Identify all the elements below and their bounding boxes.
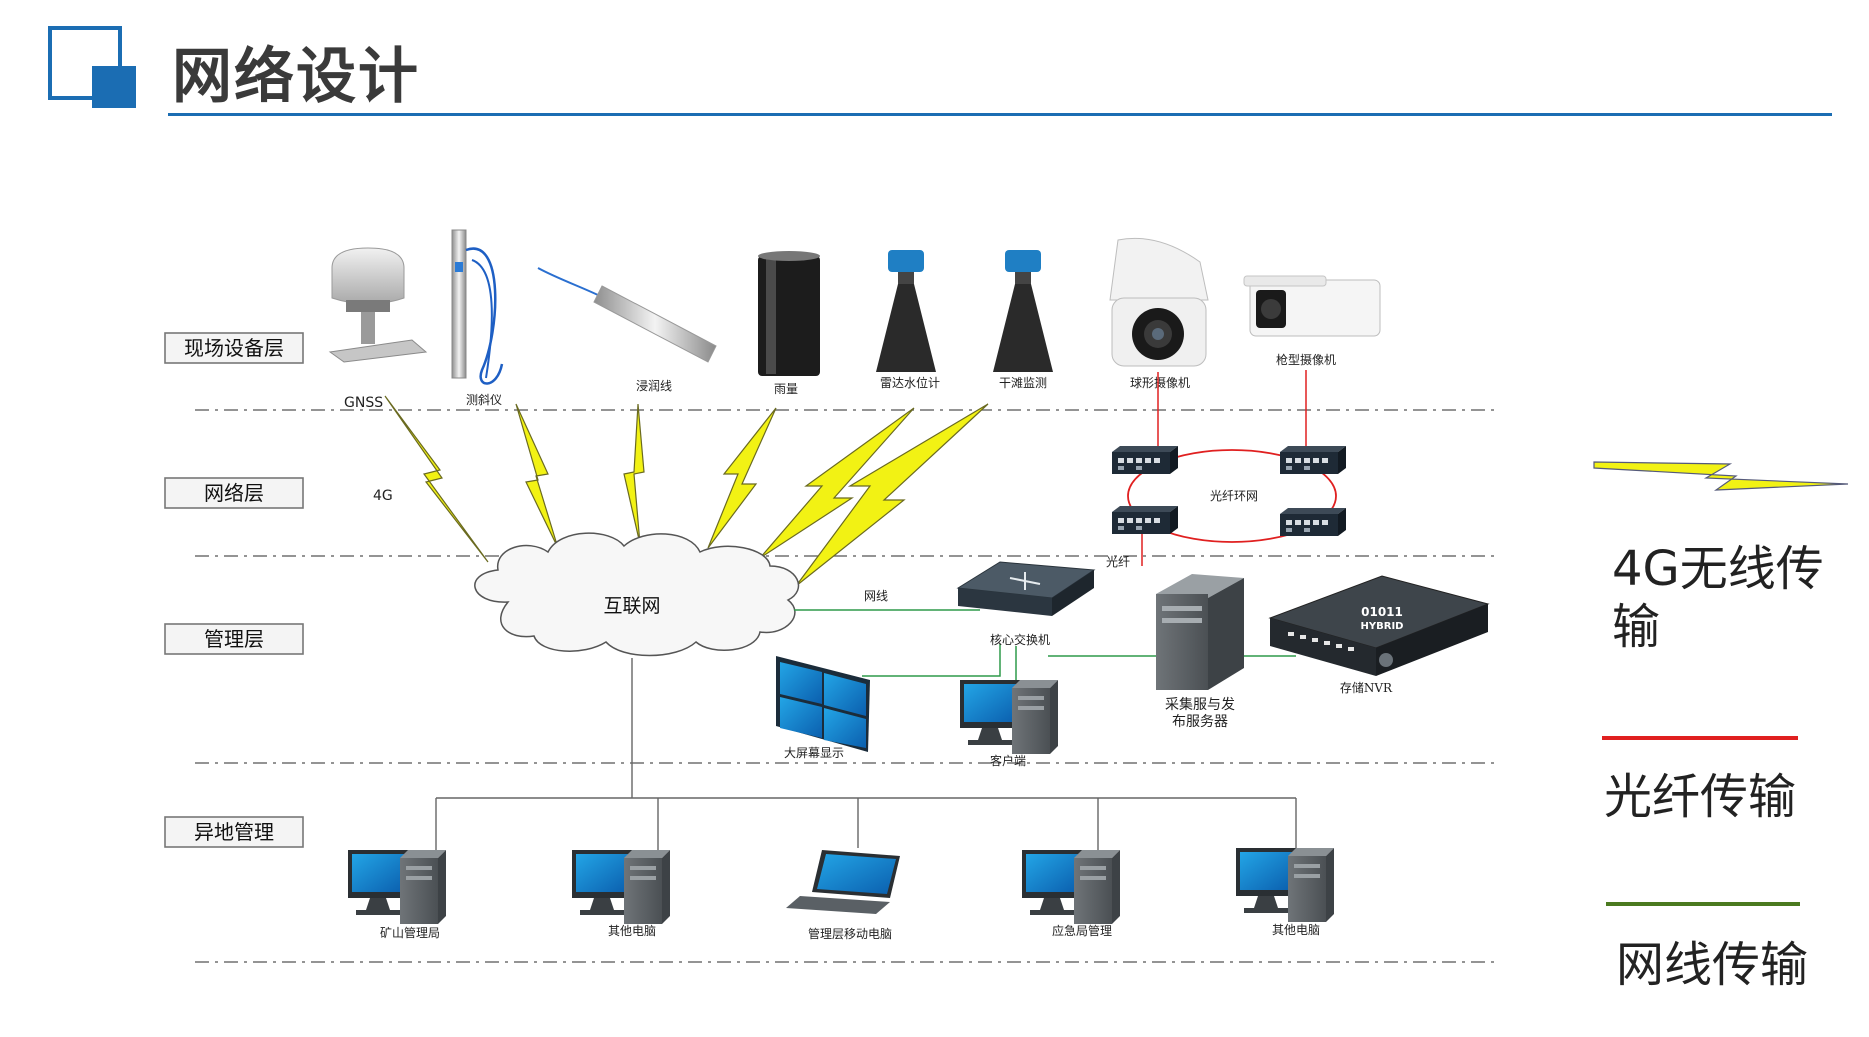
svg-text:管理层: 管理层 — [204, 627, 264, 651]
gnss-antenna-icon — [328, 247, 428, 363]
bullet-camera-label: 枪型摄像机 — [1276, 352, 1336, 367]
radar-level-label: 雷达水位计 — [880, 375, 940, 390]
client-label: 客户端 — [990, 753, 1026, 768]
cable-links — [794, 609, 1296, 700]
nvr-badge-top: 01011 — [1361, 605, 1403, 619]
layer-label-network: 网络层 — [164, 477, 304, 509]
internet-label: 互联网 — [603, 595, 660, 617]
rain-gauge-icon — [758, 251, 820, 376]
fiber-links — [1127, 370, 1337, 566]
bullet-camera-icon — [1243, 275, 1381, 337]
dome-camera-icon — [1109, 237, 1209, 367]
fiber-ring-label: 光纤环网 — [1210, 489, 1258, 503]
mine-bureau-pc-icon — [348, 850, 446, 924]
nvr-badge-bottom: HYBRID — [1361, 621, 1404, 632]
other-pc-1-label: 其他电脑 — [608, 924, 656, 938]
other-pc-2-icon — [1236, 848, 1334, 922]
layer-label-remote: 异地管理 — [164, 816, 304, 848]
layer-label-field: 现场设备层 — [164, 332, 304, 364]
4g-label: 4G — [373, 488, 393, 504]
emergency-pc-icon — [1022, 850, 1120, 924]
page-title: 网络设计 — [172, 42, 420, 112]
big-screen-label: 大屏幕显示 — [784, 746, 844, 760]
legend-wireless-label: 4G无线传输 — [1612, 541, 1824, 655]
svg-text:异地管理: 异地管理 — [194, 820, 274, 844]
other-pc-1-icon — [572, 850, 670, 924]
radar-level-gauge-icon — [876, 250, 936, 372]
ring-switch-1 — [1112, 446, 1178, 474]
cable-label: 网线 — [864, 589, 888, 603]
beach-monitor-icon — [993, 250, 1053, 372]
legend-fiber-label: 光纤传输 — [1604, 769, 1797, 825]
server-label-line2: 布服务器 — [1172, 714, 1228, 730]
ring-switch-4 — [1280, 508, 1346, 536]
dome-camera-label: 球形摄像机 — [1130, 375, 1190, 390]
other-pc-2-label: 其他电脑 — [1272, 923, 1320, 937]
legend-lightning-icon — [1593, 461, 1849, 491]
inclinometer-label: 测斜仪 — [466, 393, 502, 407]
remote-tree-lines — [435, 658, 1297, 856]
nvr-label: 存储NVR — [1340, 680, 1393, 695]
internet-cloud-icon — [474, 532, 800, 657]
mobile-pc-label: 管理层移动电脑 — [808, 926, 892, 941]
core-switch-label: 核心交换机 — [990, 632, 1050, 647]
ring-switch-2 — [1280, 446, 1346, 474]
big-screen-icon — [776, 656, 870, 752]
header-logo — [48, 26, 136, 108]
beach-monitor-label: 干滩监测 — [999, 376, 1047, 390]
svg-text:网络层: 网络层 — [204, 481, 264, 505]
gnss-label: GNSS — [344, 395, 383, 411]
rain-gauge-label: 雨量 — [774, 382, 798, 396]
title-rule — [168, 113, 1832, 116]
seepage-sensor-icon — [537, 267, 717, 363]
legend-cable-label: 网线传输 — [1616, 937, 1809, 993]
layer-label-management: 管理层 — [164, 623, 304, 655]
server-label-line1: 采集服与发 — [1165, 696, 1235, 713]
mine-bureau-label: 矿山管理局 — [380, 925, 440, 940]
inclinometer-icon — [451, 229, 504, 385]
nvr-icon — [1268, 575, 1490, 676]
seepage-line-label: 浸润线 — [636, 379, 672, 393]
server-icon — [1156, 574, 1244, 690]
fiber-label: 光纤 — [1106, 555, 1130, 569]
laptop-icon — [786, 850, 900, 914]
core-switch-icon — [956, 561, 1096, 616]
ring-switch-3 — [1112, 506, 1178, 534]
emergency-label: 应急局管理 — [1052, 923, 1112, 938]
client-pc-icon — [960, 680, 1058, 754]
svg-text:现场设备层: 现场设备层 — [184, 336, 284, 360]
